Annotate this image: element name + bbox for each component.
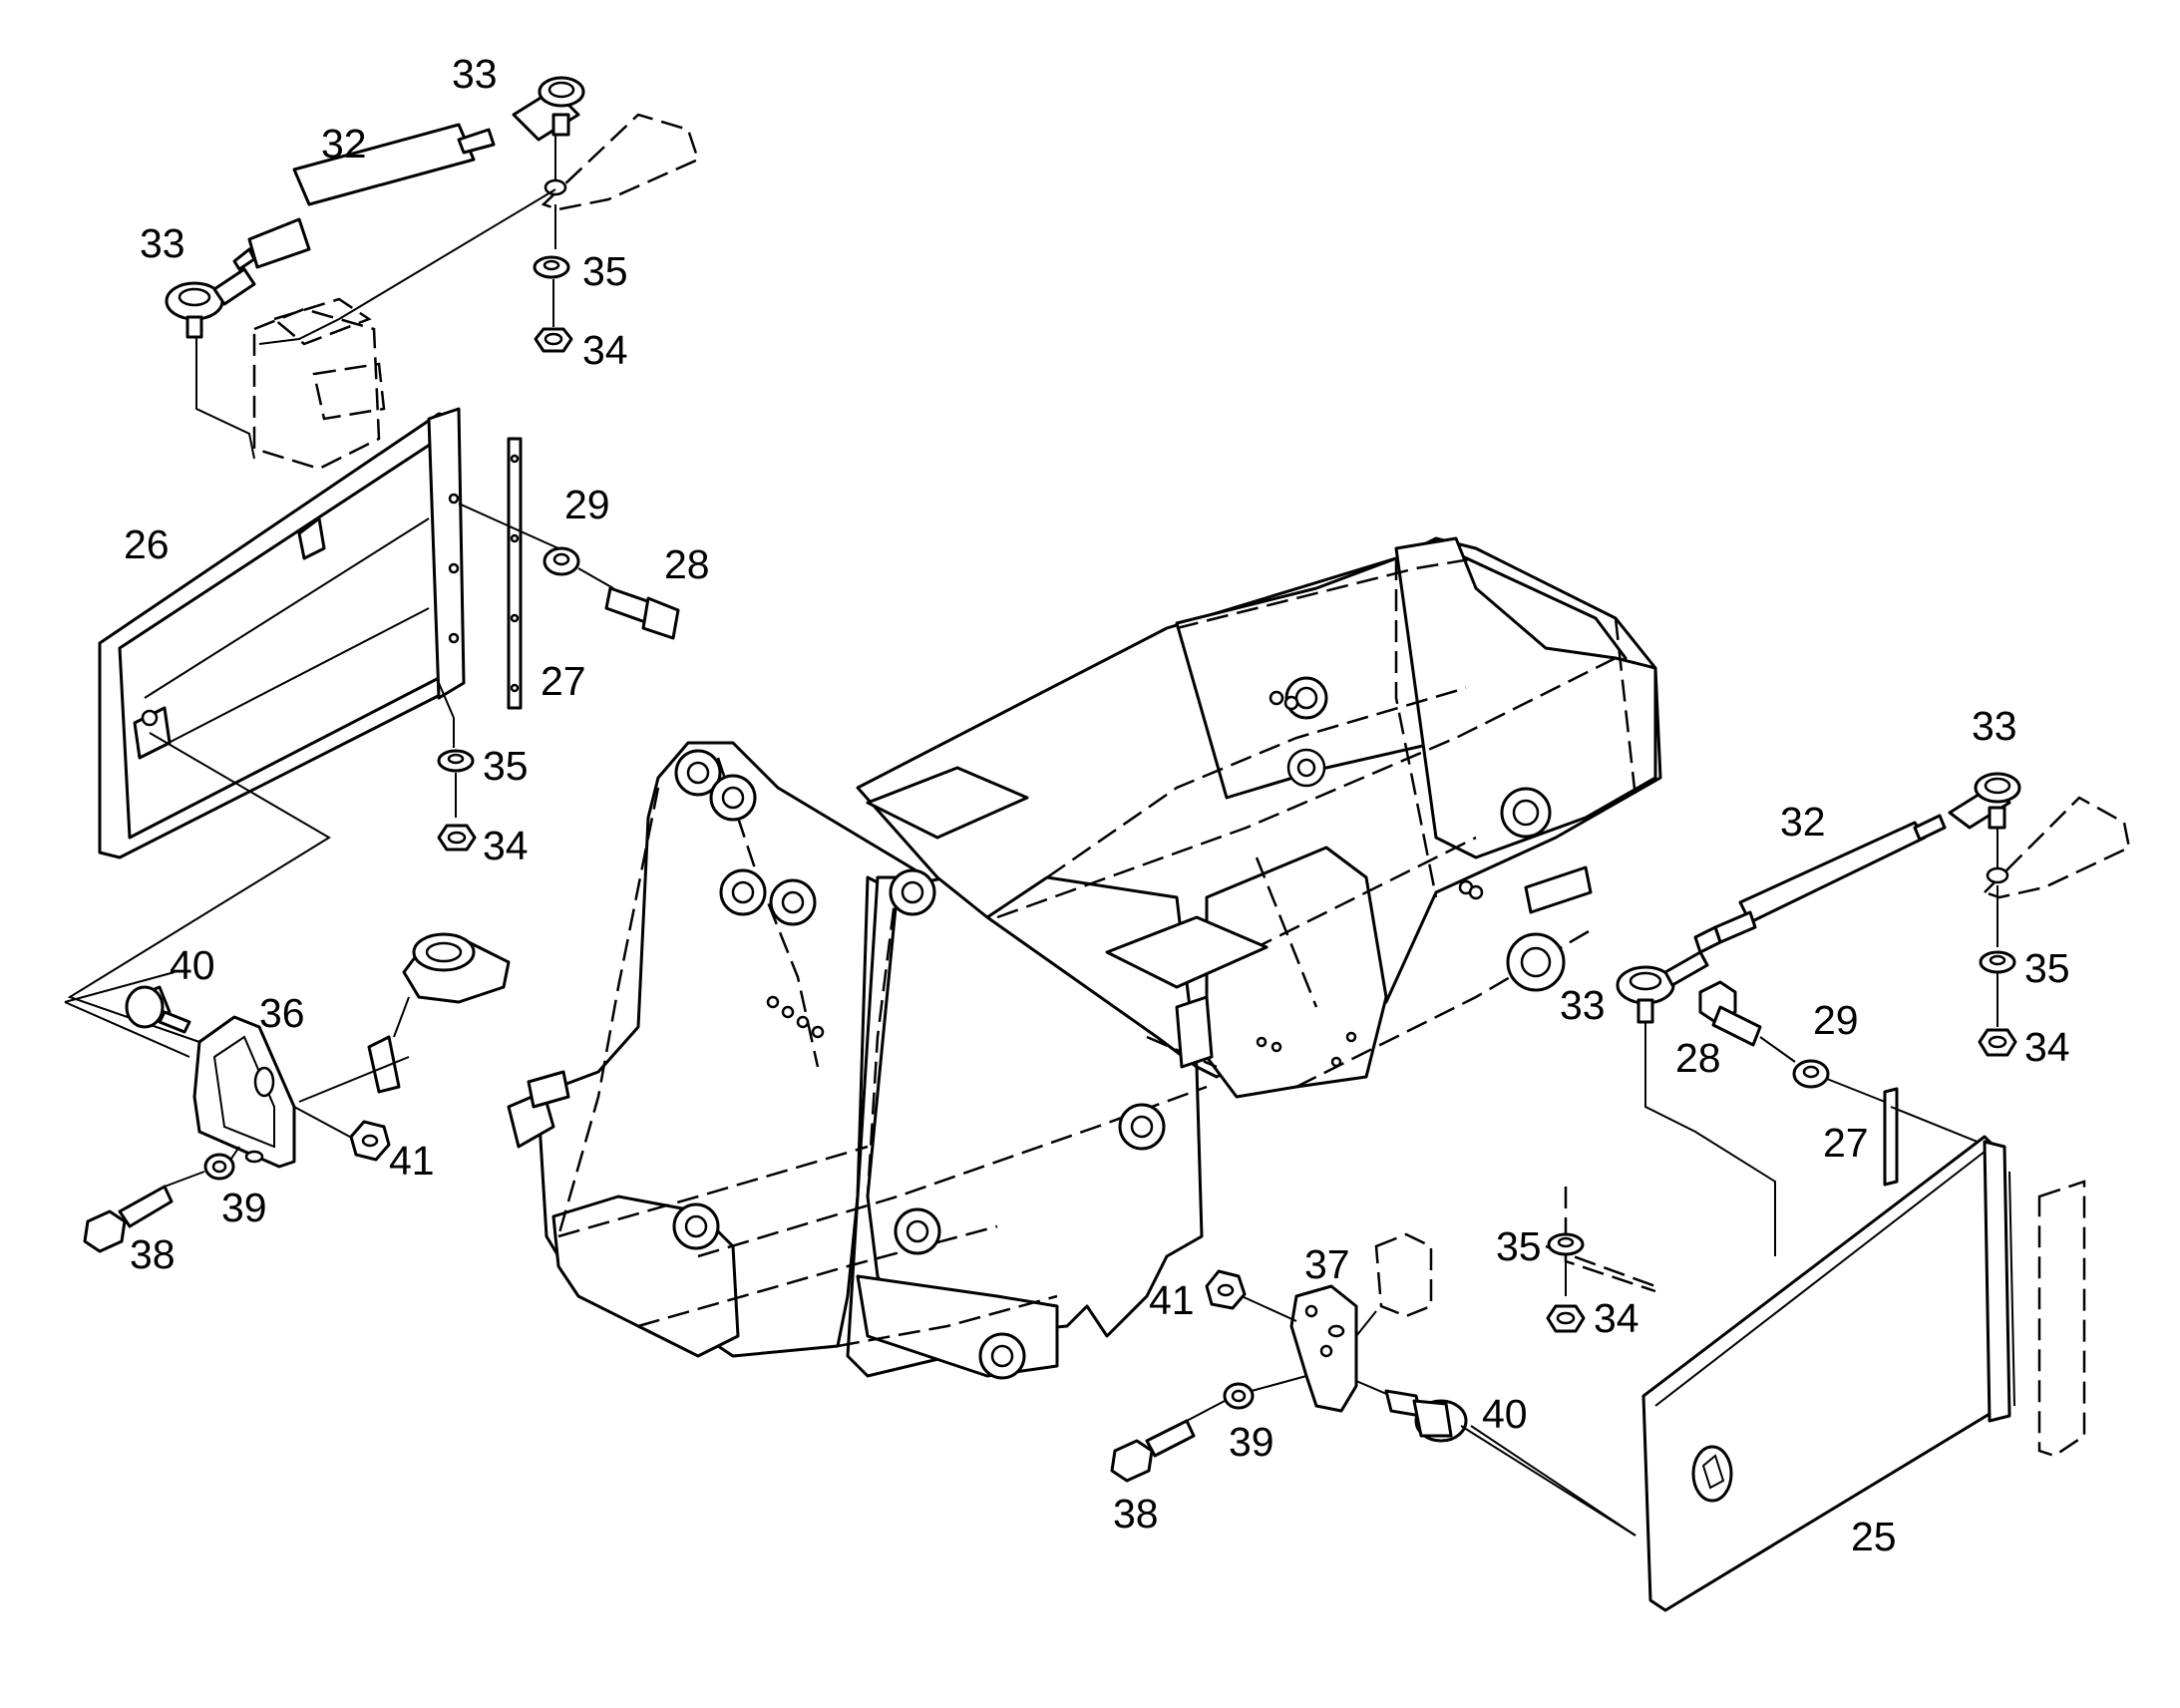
ball-joint-33-top — [512, 76, 585, 142]
bolt-40-left — [125, 985, 191, 1034]
callout-35-right: 35 — [2024, 945, 2070, 991]
washer-39-right — [1223, 1382, 1255, 1410]
callout-33-right: 33 — [1560, 982, 1606, 1028]
bolt-28-left — [604, 586, 680, 640]
seal-strip-27-left — [507, 437, 523, 710]
door-panel-26 — [67, 407, 466, 1043]
callout-34-top: 34 — [582, 327, 628, 373]
callout-33-right-top: 33 — [1972, 703, 2017, 749]
washer-35-top — [533, 255, 570, 279]
callout-34-low: 34 — [1594, 1295, 1639, 1341]
nut-34-top — [534, 279, 573, 353]
bolt-38-right — [1110, 1419, 1196, 1483]
washer-29-right — [1792, 1059, 1830, 1089]
nut-34-right — [1978, 1028, 2017, 1057]
main-frame — [507, 536, 1662, 1380]
callout-25: 25 — [1851, 1514, 1897, 1559]
callout-38-left: 38 — [130, 1231, 176, 1277]
callout-35-low: 35 — [1496, 1223, 1542, 1269]
callout-35-top: 35 — [582, 248, 628, 294]
washer-29-left — [543, 546, 580, 576]
washer-35-right — [1979, 950, 2016, 974]
callout-29-left: 29 — [564, 482, 610, 527]
ball-joint-33-right — [1616, 950, 1709, 1024]
callout-32-right: 32 — [1780, 799, 1826, 845]
ball-joint-33-left — [165, 267, 256, 339]
gas-strut-left — [232, 123, 496, 271]
seal-strip-27-right — [1883, 1087, 1899, 1187]
bracket-36 — [192, 1015, 296, 1169]
washer-39-left — [203, 1153, 235, 1181]
callout-labels: 33 32 33 35 34 26 29 28 27 35 34 40 36 4… — [124, 51, 2070, 1559]
callout-41-right: 41 — [1149, 1277, 1195, 1323]
callout-36: 36 — [259, 990, 305, 1036]
bracket-plate-top — [541, 113, 700, 249]
callout-34-mid: 34 — [483, 823, 529, 868]
bolt-28-right — [1698, 980, 1762, 1047]
callout-33-left: 33 — [140, 220, 185, 266]
callout-28-right: 28 — [1675, 1035, 1721, 1081]
callout-28-left: 28 — [664, 541, 710, 587]
callout-38-right: 38 — [1113, 1491, 1159, 1537]
bolt-38-left — [83, 1185, 174, 1253]
callout-29-right: 29 — [1813, 997, 1859, 1043]
callout-37: 37 — [1304, 1241, 1350, 1287]
callout-40-right: 40 — [1482, 1391, 1528, 1437]
gas-strut-right — [1693, 814, 1947, 954]
door-panel-25 — [1641, 1135, 2015, 1612]
bracket-latch-center — [1289, 1284, 1358, 1413]
washer-35-mid — [437, 749, 475, 773]
nut-34-low — [1546, 1304, 1586, 1333]
latch-plate-37 — [1374, 1232, 1433, 1318]
callout-27-left: 27 — [541, 658, 586, 704]
callout-27-right: 27 — [1823, 1120, 1869, 1166]
callout-40-left: 40 — [170, 942, 215, 988]
callout-35-mid: 35 — [483, 743, 529, 789]
hidden-mount-block — [252, 297, 386, 471]
bolt-40-right — [1384, 1389, 1468, 1443]
hidden-seal-right — [2037, 1180, 2086, 1458]
bracket-plate-right — [1982, 796, 2131, 947]
nut-41-right — [1205, 1269, 1247, 1310]
nut-34-mid — [437, 824, 477, 852]
callout-34-right: 34 — [2024, 1024, 2070, 1070]
latch-housing-left — [367, 932, 511, 1094]
washer-35-low — [1547, 1232, 1585, 1256]
callout-26: 26 — [124, 521, 170, 567]
ball-joint-33-right-top — [1948, 772, 2021, 830]
nut-41-left — [349, 1120, 391, 1162]
callout-33-top: 33 — [452, 51, 498, 97]
callout-39-left: 39 — [221, 1185, 267, 1230]
callout-41-left: 41 — [389, 1138, 435, 1184]
callout-39-right: 39 — [1229, 1419, 1274, 1465]
callout-32-top: 32 — [321, 121, 367, 167]
